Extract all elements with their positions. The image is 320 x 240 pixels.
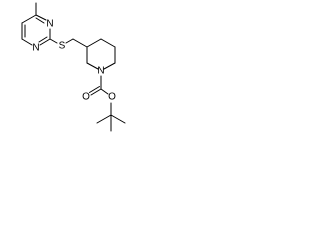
bond-s-ch2 — [65, 38, 74, 44]
bond-ch2-c3 — [72, 38, 88, 48]
atom-label-pyrimidine-n1: N — [32, 43, 39, 54]
atom-label-ester-o: O — [108, 92, 116, 103]
atom-labels: N N S N O O — [32, 19, 116, 103]
atom-label-pyrimidine-n3: N — [46, 19, 53, 30]
bond-carbonyl-c-o-double-b — [89, 86, 100, 93]
bond-ring-n1-c2-inner — [38, 36, 48, 43]
chemical-structure: N N S N O O — [21, 2, 126, 132]
atom-label-carbonyl-o: O — [82, 92, 90, 103]
bond-pip-c4-c5 — [100, 38, 116, 48]
atom-label-thioether-s: S — [59, 41, 66, 52]
atom-label-piperidine-n: N — [97, 66, 104, 77]
bond-c2-s — [49, 38, 58, 44]
bonds — [21, 2, 126, 132]
bond-ring-n3-c4 — [35, 14, 47, 21]
bond-ring-n3-c4-inner — [35, 17, 45, 24]
bond-tbu-me2 — [110, 114, 126, 124]
bond-ring-n1-c2 — [39, 38, 51, 46]
bond-carbonyl-c-ester-o — [100, 88, 109, 95]
bond-tbu-me1 — [96, 114, 112, 124]
bond-pip-c3-c4 — [86, 38, 102, 48]
bond-ring-c6-n1 — [21, 38, 33, 46]
bond-pip-c6-n — [103, 62, 116, 70]
bond-carbonyl-c-o-double-a — [90, 88, 102, 96]
bond-pip-n-c2 — [86, 62, 99, 70]
bond-ring-c4-c5 — [21, 14, 37, 24]
